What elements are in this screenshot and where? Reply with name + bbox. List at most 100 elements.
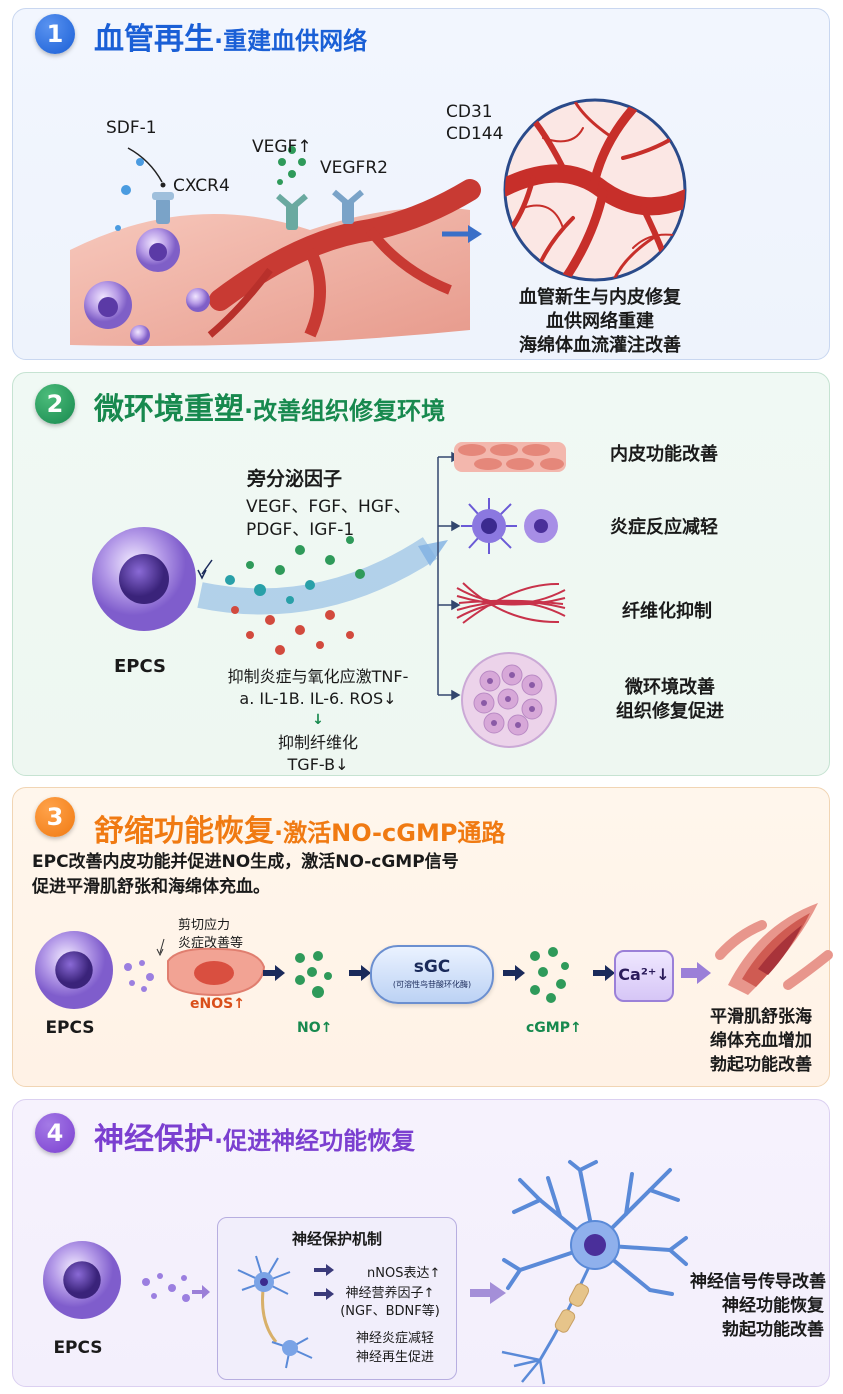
title-sub: 激活NO-cGMP通路 [283, 819, 506, 847]
regeneration-note: 神经炎症减轻 神经再生促进 [340, 1329, 450, 1367]
result-line: 勃起功能改善 [710, 1055, 812, 1075]
epcs-label-4: EPCS [53, 1338, 103, 1358]
down-arrow-icon: ↓ [312, 712, 324, 728]
pathway-arrows [263, 962, 711, 984]
result-line: 神经信号传导改善 [690, 1272, 826, 1292]
result-line: 绵体充血增加 [710, 1031, 812, 1051]
inhibit-inflammation: 抑制炎症与氧化应激TNF- a. IL-1B. IL-6. ROS↓ [200, 666, 436, 710]
section-badge-4: 4 [35, 1113, 75, 1153]
title-main: 血管再生 [94, 22, 214, 57]
result-line: 海绵体血流灌注改善 [519, 335, 681, 356]
sgc-box: sGC (可溶性鸟苷酸环化酶) [370, 945, 494, 1004]
nnos-label: nNOS表达↑ [367, 1266, 441, 1281]
fibro-line: 抑制纤维化 [277, 733, 358, 752]
shear-line: 炎症改善等 [178, 936, 244, 951]
title-sub: 重建血供网络 [223, 27, 368, 55]
sgc-sublabel: (可溶性鸟苷酸环化酶) [392, 980, 472, 989]
title-sub: 促进神经功能恢复 [223, 1127, 416, 1155]
section-title-3: 舒缩功能恢复·激活NO-cGMP通路 [94, 806, 505, 850]
endothelium-icon [454, 442, 566, 472]
calcium-box: Ca²⁺↓ [614, 950, 674, 1002]
title-dot: · [274, 819, 284, 847]
cgmp-molecules-icon [530, 947, 569, 1003]
title-dot: · [214, 1127, 224, 1155]
mechanism-title: 神经保护机制 [291, 1230, 382, 1248]
mechanism-box [217, 1217, 457, 1380]
title-main: 舒缩功能恢复 [94, 814, 274, 849]
factor-line: VEGF、FGF、HGF、 [246, 497, 411, 517]
section-title-1: 血管再生·重建血供网络 [94, 14, 367, 58]
tissue-illustration [70, 146, 481, 346]
secretion-dots [124, 960, 154, 992]
immune-cell-icon [461, 498, 558, 554]
epc-cell-icon [43, 1241, 121, 1319]
no-label: NO↑ [297, 1020, 333, 1036]
outcome-endothelial: 内皮功能改善 [610, 444, 718, 465]
no-molecules-icon [295, 951, 332, 998]
section-title-2: 微环境重塑·改善组织修复环境 [94, 384, 445, 428]
outcome-line: 组织修复促进 [616, 701, 724, 722]
enos-label: eNOS↑ [190, 996, 245, 1012]
epc-cell-icon [35, 931, 113, 1009]
section-badge-1: 1 [35, 14, 75, 54]
outcome-microenvironment: 微环境改善 组织修复促进 [600, 676, 740, 724]
result-line: 勃起功能改善 [722, 1320, 824, 1340]
label-cd31: CD31 [446, 102, 493, 122]
regen-line: 神经再生促进 [355, 1350, 434, 1365]
endothelial-cell-icon [156, 938, 266, 997]
epcs-label-2: EPCS [114, 656, 166, 677]
shear-stress-note: 剪切应力 炎症改善等 [178, 917, 243, 953]
outcome-fibrosis: 纤维化抑制 [622, 601, 712, 622]
factor-list: VEGF、FGF、HGF、 PDGF、IGF-1 [246, 496, 411, 542]
title-main: 神经保护 [94, 1122, 214, 1157]
inhibit-line: a. IL-1B. IL-6. ROS↓ [239, 689, 397, 708]
title-dot: · [244, 397, 254, 425]
result-line: 血管新生与内皮修复 [519, 287, 681, 308]
result-text-3: 平滑肌舒张海 绵体充血增加 勃起功能改善 [696, 1005, 826, 1077]
title-main: 微环境重塑 [94, 392, 244, 427]
description-3: EPC改善内皮功能并促进NO生成，激活NO-cGMP信号 促进平滑肌舒张和海绵体… [32, 850, 459, 900]
cgmp-label: cGMP↑ [526, 1020, 582, 1036]
regen-line: 神经炎症减轻 [355, 1331, 434, 1346]
factor-line: PDGF、IGF-1 [246, 520, 355, 540]
neuron-large-icon [501, 1160, 688, 1385]
vascular-network-circle [503, 98, 687, 282]
label-vegf: VEGF↑ [252, 137, 312, 157]
smooth-muscle-icon [715, 903, 833, 995]
fibrosis-icon [456, 582, 566, 624]
section-badge-2: 2 [35, 384, 75, 424]
neuron-small-icon [237, 1255, 313, 1369]
inhibit-fibrosis: 抑制纤维化 TGF-B↓ [260, 732, 376, 776]
mechanism-arrows [314, 1264, 334, 1300]
label-cd144: CD144 [446, 124, 504, 144]
factor-title: 旁分泌因子 [247, 468, 343, 490]
inhibit-line: 抑制炎症与氧化应激TNF- [227, 667, 409, 686]
fibro-line: TGF-B↓ [287, 755, 349, 774]
sgc-label: sGC [413, 957, 451, 977]
secretion-dots [142, 1273, 210, 1302]
label-cxcr4: CXCR4 [173, 176, 230, 196]
outcome-inflammation: 炎症反应减轻 [610, 517, 718, 538]
result-line: 血供网络重建 [546, 311, 654, 332]
result-line: 神经功能恢复 [722, 1296, 824, 1316]
section-badge-3: 3 [35, 797, 75, 837]
result-line: 平滑肌舒张海 [710, 1007, 812, 1027]
outcome-line: 微环境改善 [625, 677, 715, 698]
desc-line: 促进平滑肌舒张和海绵体充血。 [32, 877, 270, 897]
title-dot: · [214, 27, 224, 55]
epcs-label-3: EPCS [45, 1018, 95, 1038]
arrow-right-icon [470, 1282, 506, 1304]
tissue-repair-icon [461, 652, 557, 748]
result-text-1: 血管新生与内皮修复 血供网络重建 海绵体血流灌注改善 [495, 286, 705, 358]
label-vegfr2: VEGFR2 [320, 158, 388, 178]
trophic-line: (NGF、BDNF等) [340, 1304, 440, 1319]
trophic-factors: 神经营养因子↑ (NGF、BDNF等) [330, 1285, 450, 1321]
arrow-right-icon [442, 225, 482, 243]
result-text-4: 神经信号传导改善 神经功能恢复 勃起功能改善 [690, 1270, 826, 1342]
title-sub: 改善组织修复环境 [253, 397, 446, 425]
desc-line: EPC改善内皮功能并促进NO生成，激活NO-cGMP信号 [32, 852, 459, 872]
panel-no-cgmp [12, 787, 830, 1087]
secretion-particles [197, 536, 448, 655]
section-title-4: 神经保护·促进神经功能恢复 [94, 1114, 415, 1158]
calcium-label: Ca²⁺↓ [618, 965, 670, 984]
